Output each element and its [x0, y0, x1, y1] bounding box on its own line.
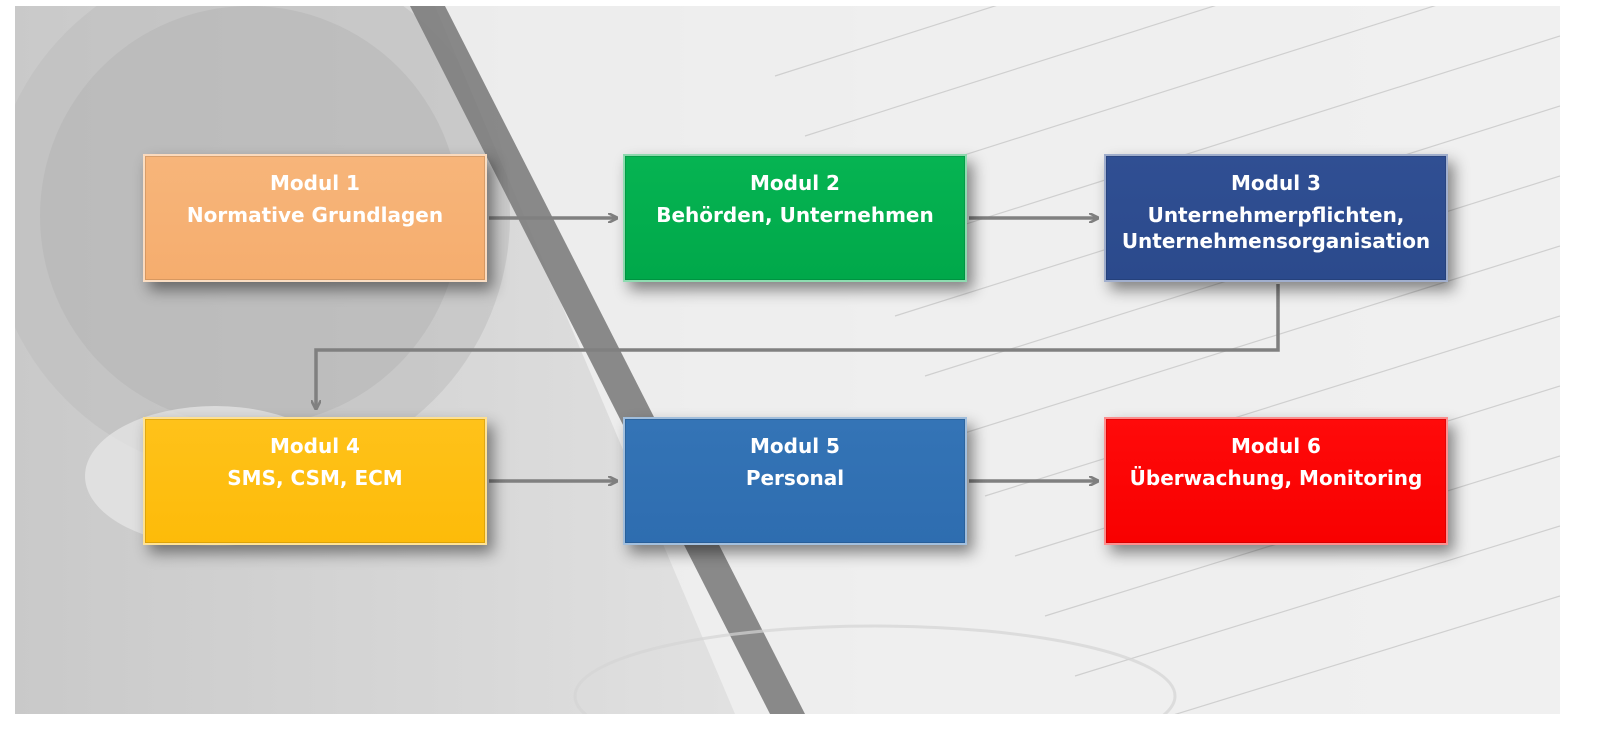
module-subtitle: Überwachung, Monitoring	[1129, 466, 1423, 490]
module-box-3: Modul 3 Unternehmerpflichten, Unternehme…	[1104, 154, 1448, 282]
module-box-2: Modul 2 Behörden, Unternehmen	[623, 154, 967, 282]
module-title: Modul 6	[1231, 434, 1321, 458]
module-subtitle: Behörden, Unternehmen	[656, 203, 934, 227]
module-subtitle: Normative Grundlagen	[186, 203, 444, 227]
module-box-1: Modul 1 Normative Grundlagen	[143, 154, 487, 282]
module-title: Modul 4	[270, 434, 360, 458]
module-box-4: Modul 4 SMS, CSM, ECM	[143, 417, 487, 545]
module-title: Modul 3	[1231, 171, 1321, 195]
module-title: Modul 2	[750, 171, 840, 195]
module-title: Modul 1	[270, 171, 360, 195]
module-title: Modul 5	[750, 434, 840, 458]
module-subtitle: SMS, CSM, ECM	[227, 466, 403, 490]
arrow-modul3-to-modul4	[316, 284, 1280, 408]
module-subtitle: Personal	[745, 466, 845, 490]
module-box-6: Modul 6 Überwachung, Monitoring	[1104, 417, 1448, 545]
module-subtitle: Unternehmerpflichten, Unternehmensorgani…	[1121, 203, 1431, 253]
module-box-5: Modul 5 Personal	[623, 417, 967, 545]
